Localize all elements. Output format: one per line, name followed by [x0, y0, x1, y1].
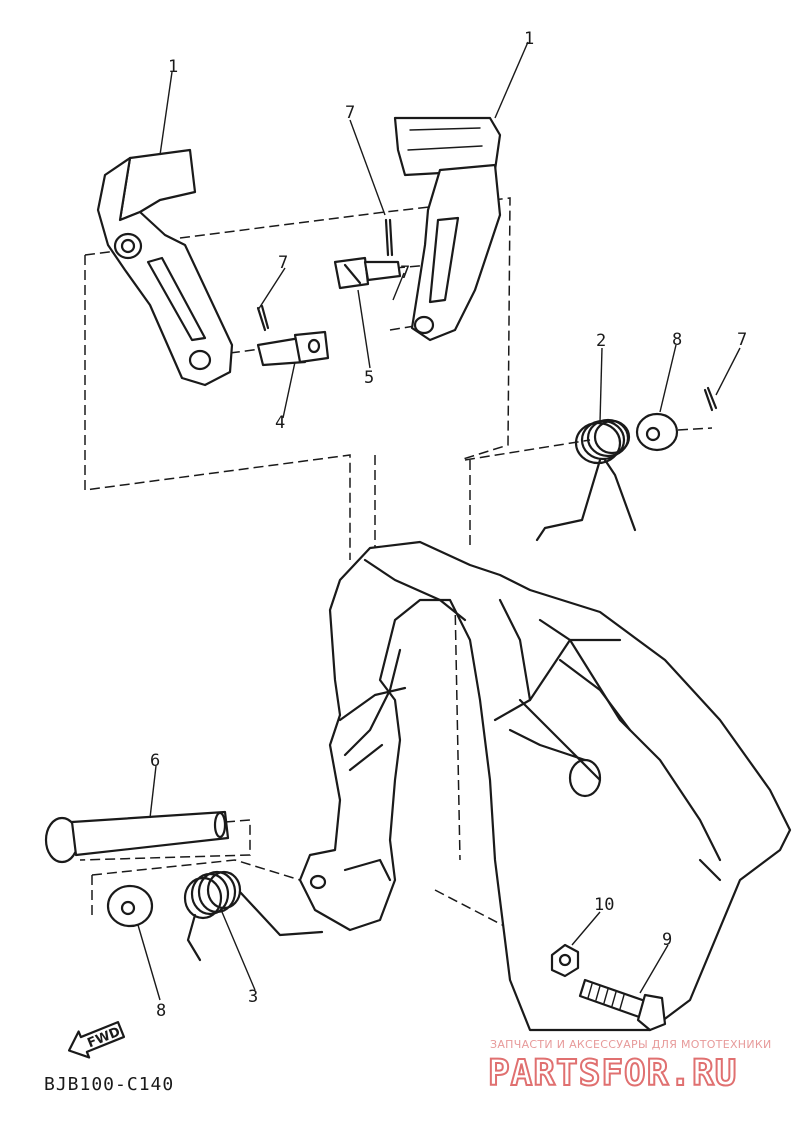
part-8-washer-upper: [635, 412, 679, 452]
part-5-clevis-pin: [333, 256, 402, 290]
part-3-torsion-spring: [183, 870, 324, 962]
forward-arrow: FWD: [67, 1020, 126, 1059]
callout-10: 10: [594, 895, 614, 915]
part-4-clevis-pin: [256, 330, 330, 367]
part-9-bolt: [578, 978, 667, 1032]
callout-7-left: 7: [278, 253, 288, 273]
part-1-left-lever: [96, 148, 234, 387]
part-1-right-lever: [393, 116, 502, 342]
callout-1-left: 1: [168, 57, 178, 77]
callout-2: 2: [596, 331, 606, 351]
callout-7-right-frag: 7: [400, 263, 410, 283]
part-10-nut: [550, 943, 580, 978]
callout-7-upper: 7: [345, 103, 355, 123]
callout-9: 9: [662, 930, 672, 950]
callout-labels: 1 1 7 7 7 5 4 2 8 7 6 8 3 10 9: [150, 29, 747, 1021]
callout-3: 3: [248, 987, 258, 1007]
part-7-cotter-pins: [256, 218, 718, 412]
part-2-torsion-spring: [535, 418, 637, 542]
callout-8-lower: 8: [156, 1001, 166, 1021]
frame-housing: [298, 540, 792, 1032]
part-8-washer-lower: [106, 884, 154, 928]
diagram-code: BJB100-C140: [44, 1074, 174, 1095]
watermark-tagline: ЗАПЧАСТИ И АКСЕССУАРЫ ДЛЯ МОТОТЕХНИКИ: [490, 1038, 772, 1051]
part-6-shaft: [44, 810, 230, 864]
callout-7-far-right: 7: [737, 330, 747, 350]
callout-6: 6: [150, 751, 160, 771]
watermark: ЗАПЧАСТИ И АКСЕССУАРЫ ДЛЯ МОТОТЕХНИКИ PA…: [487, 1038, 772, 1095]
callout-5: 5: [364, 368, 374, 388]
callout-8-upper: 8: [672, 330, 682, 350]
watermark-brand: PARTSFOR.RU: [488, 1053, 737, 1094]
callout-4: 4: [275, 413, 285, 433]
callout-leaders: [137, 41, 741, 1001]
callout-1-right: 1: [524, 29, 534, 49]
